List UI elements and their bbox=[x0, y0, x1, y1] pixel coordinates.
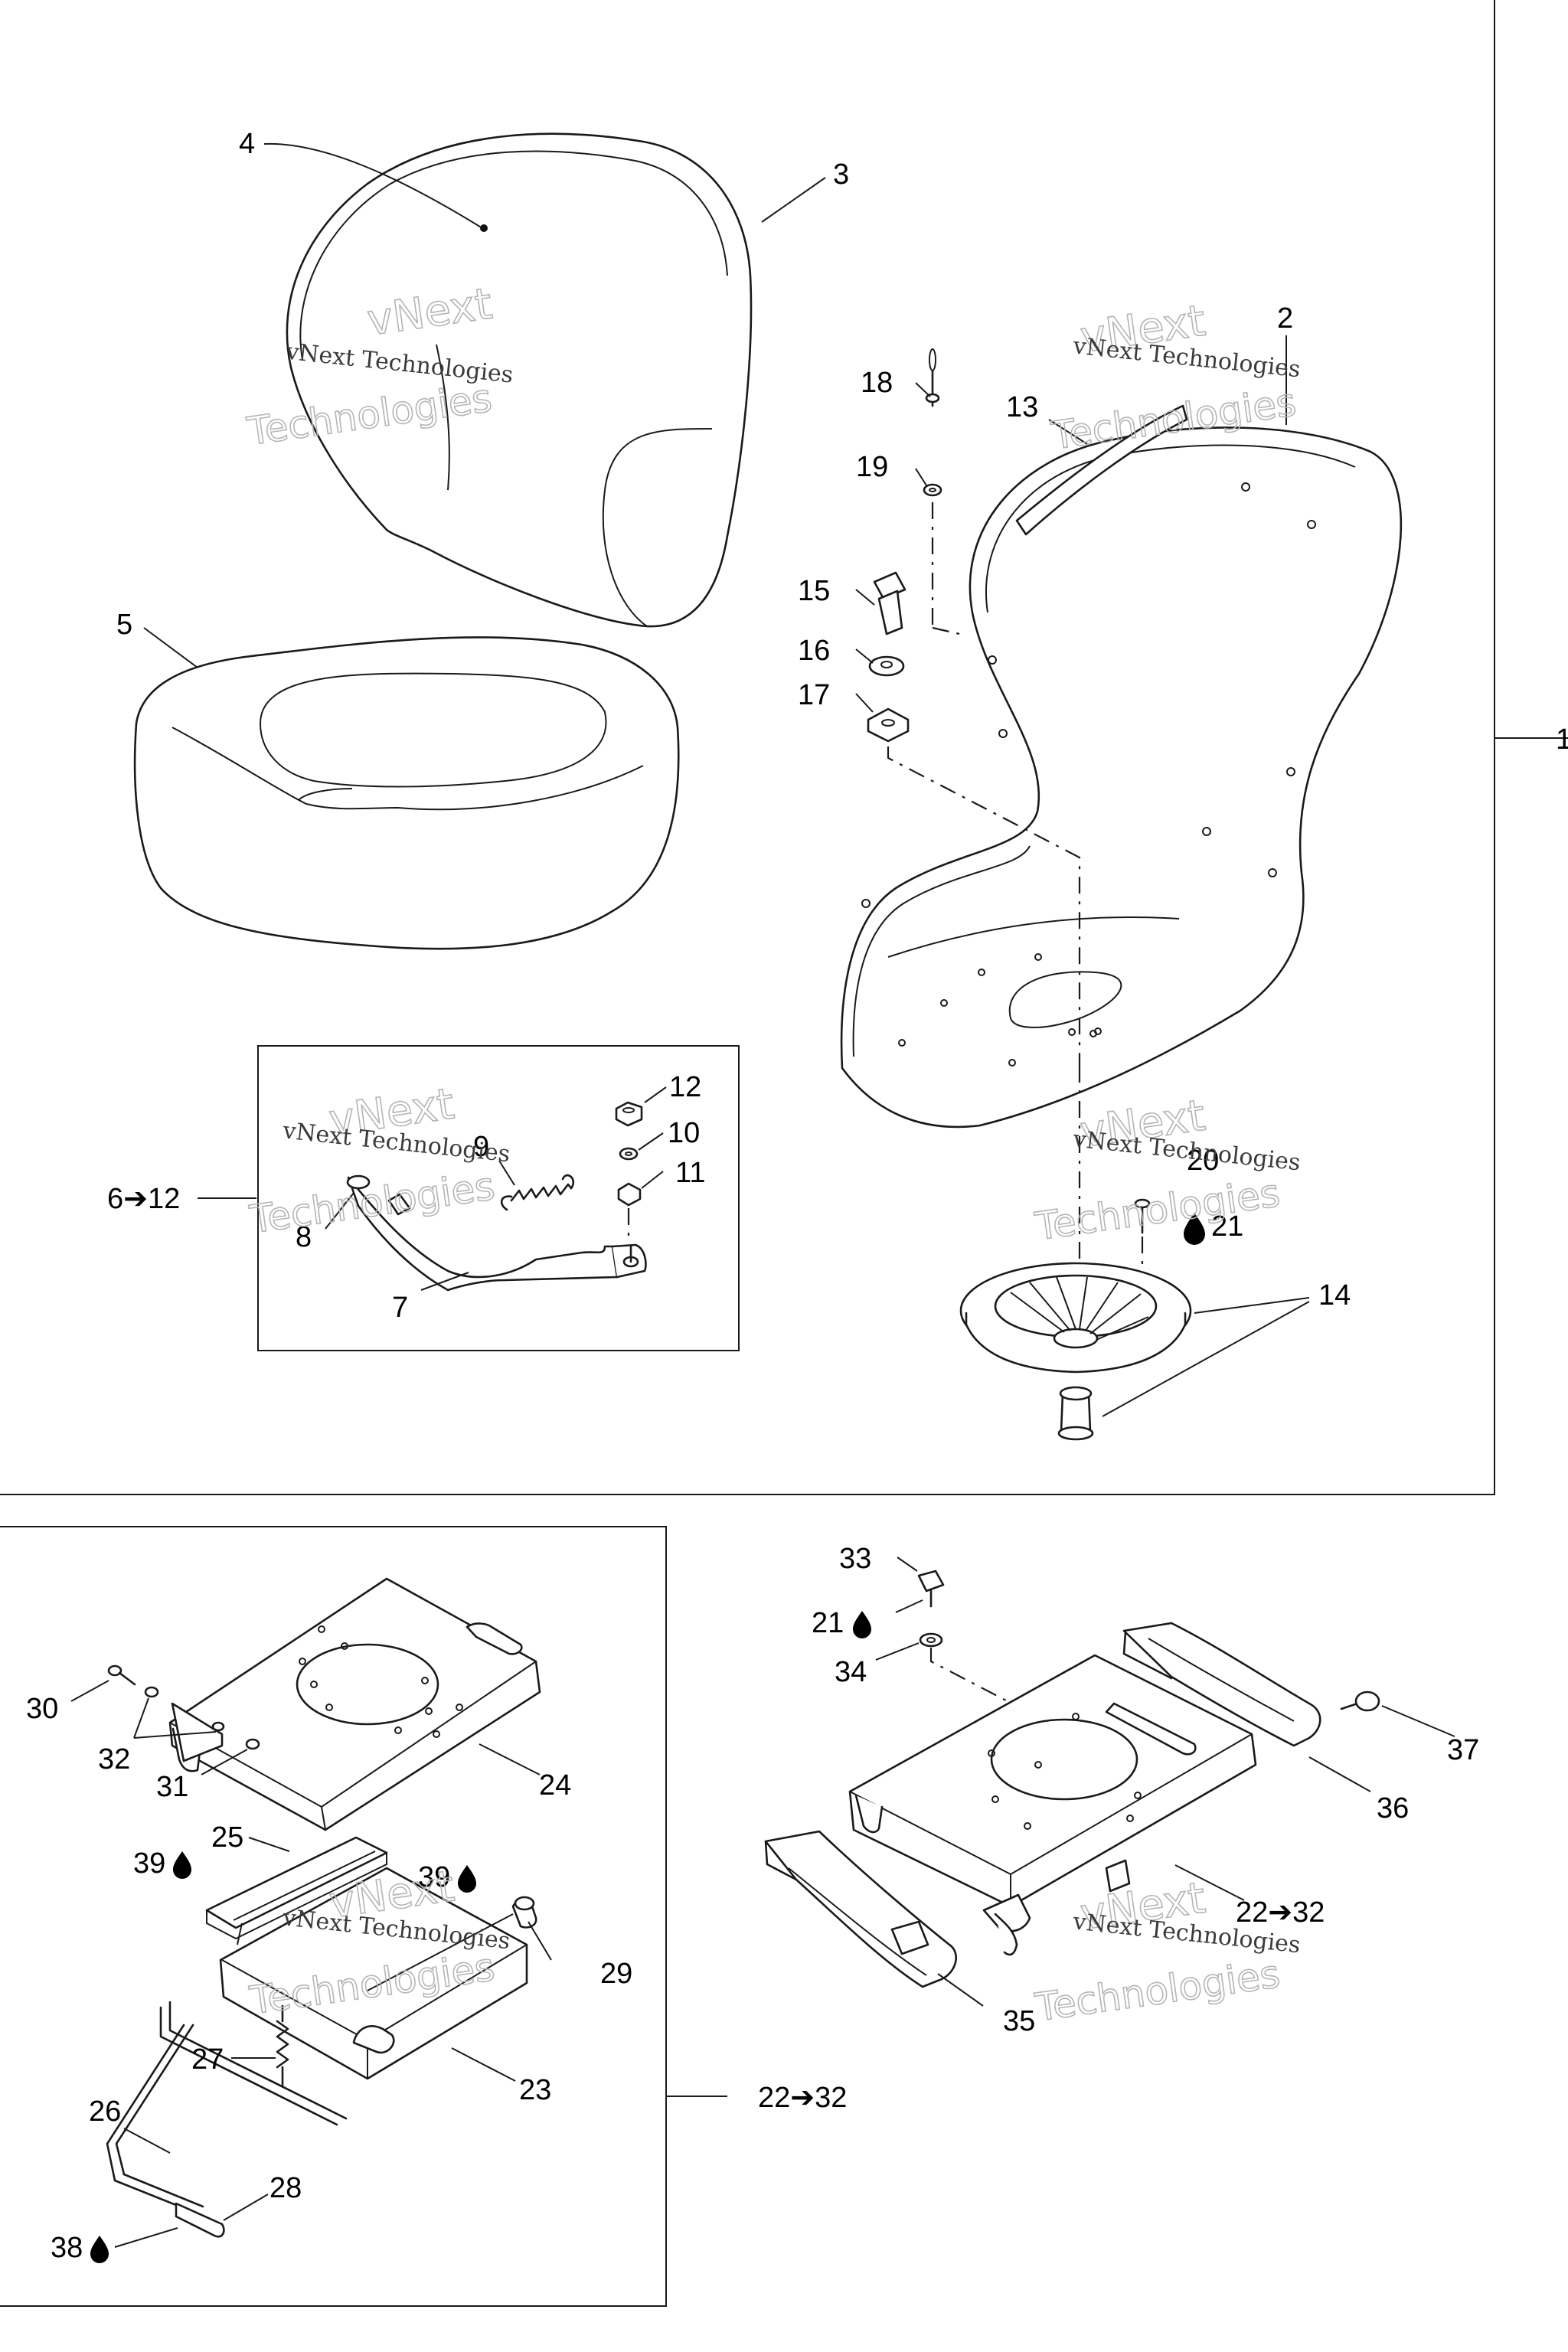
callout-1: 1 bbox=[1556, 724, 1568, 756]
drop-icon bbox=[173, 1851, 191, 1879]
callout-3: 3 bbox=[833, 158, 849, 191]
drop-icon bbox=[1184, 1213, 1205, 1245]
callout-2: 2 bbox=[1277, 302, 1293, 335]
callout-22-32-right: 22➔32 bbox=[1236, 1896, 1325, 1929]
callout-20: 20 bbox=[1187, 1145, 1219, 1177]
callout-19: 19 bbox=[856, 451, 888, 483]
callout-12: 12 bbox=[669, 1071, 701, 1103]
callout-33: 33 bbox=[839, 1543, 871, 1575]
callout-25: 25 bbox=[211, 1821, 243, 1854]
side-handle-35 bbox=[764, 1830, 957, 1988]
frame-seat-assembly bbox=[0, 0, 1568, 1495]
frame-slide-assembly bbox=[0, 1526, 727, 2307]
screw-20 bbox=[1134, 1198, 1151, 1234]
slide-top-plate-24 bbox=[168, 1577, 541, 1831]
spring-9 bbox=[500, 1174, 575, 1211]
callout-18: 18 bbox=[861, 367, 893, 399]
callout-10: 10 bbox=[668, 1117, 700, 1149]
callout-7: 7 bbox=[392, 1292, 408, 1324]
backrest-cushion bbox=[286, 132, 753, 628]
callout-15: 15 bbox=[798, 575, 830, 607]
washer-16 bbox=[868, 655, 905, 677]
callout-37: 37 bbox=[1447, 1734, 1479, 1766]
callout-34: 34 bbox=[835, 1656, 867, 1688]
callout-30: 30 bbox=[26, 1693, 58, 1725]
spring-27 bbox=[276, 2004, 289, 2088]
drop-icon bbox=[90, 2236, 109, 2263]
callout-13: 13 bbox=[1006, 391, 1038, 423]
callout-26: 26 bbox=[89, 2096, 121, 2128]
callout-23: 23 bbox=[519, 2074, 551, 2106]
callout-16: 16 bbox=[798, 635, 830, 667]
washer-32 bbox=[144, 1686, 159, 1698]
knob-37 bbox=[1340, 1690, 1380, 1712]
callout-31: 31 bbox=[156, 1771, 188, 1803]
callout-labels: 1 2 3 4 5 6➔12 7 8 9 10 11 12 13 14 15 1… bbox=[26, 128, 1568, 2264]
callout-27: 27 bbox=[191, 2043, 224, 2076]
washer-19 bbox=[923, 483, 942, 497]
drop-icons bbox=[90, 1213, 1205, 2263]
latch-bar-26 bbox=[106, 2001, 348, 2238]
leader-lines bbox=[70, 142, 1455, 2248]
bolt-33 bbox=[917, 1570, 945, 1608]
callout-21-drop: 21 bbox=[812, 1607, 844, 1639]
callout-8: 8 bbox=[296, 1221, 312, 1253]
slide-assembly-22-32 bbox=[848, 1654, 1257, 1956]
callout-21-top: 21 bbox=[1211, 1210, 1243, 1243]
nut-11 bbox=[617, 1182, 642, 1207]
trim-strip bbox=[1015, 404, 1188, 536]
callout-39-left: 39 bbox=[133, 1847, 165, 1880]
callout-24: 24 bbox=[539, 1769, 571, 1802]
callout-6-12: 6➔12 bbox=[107, 1183, 180, 1215]
nut-17 bbox=[867, 707, 910, 743]
screw-30 bbox=[107, 1664, 136, 1686]
callout-39-right: 39 bbox=[418, 1861, 450, 1893]
lever-kit bbox=[346, 1174, 647, 1292]
slide-rail-25 bbox=[205, 1836, 388, 1940]
svg-text:Technologies: Technologies bbox=[1032, 1171, 1282, 1249]
nut-31 bbox=[245, 1738, 260, 1750]
callout-22-32-bottom: 22➔32 bbox=[758, 2082, 847, 2114]
callout-4: 4 bbox=[239, 128, 255, 160]
callout-5: 5 bbox=[116, 609, 132, 641]
drop-icon bbox=[853, 1611, 871, 1638]
svg-text:Technologies: Technologies bbox=[247, 1164, 497, 1242]
seat-pan-shell bbox=[840, 426, 1403, 1129]
callout-38: 38 bbox=[51, 2232, 83, 2264]
callout-32: 32 bbox=[98, 1743, 130, 1775]
callout-17: 17 bbox=[798, 679, 830, 711]
callout-28: 28 bbox=[270, 2172, 302, 2204]
svg-text:Technologies: Technologies bbox=[1032, 1952, 1282, 2030]
slide-lower-channel-23 bbox=[219, 1867, 528, 2080]
pin-18 bbox=[925, 348, 940, 407]
bolt-15 bbox=[873, 571, 906, 635]
callout-29: 29 bbox=[600, 1958, 632, 1990]
washer-10 bbox=[619, 1147, 639, 1161]
pivot-pin-29 bbox=[367, 1896, 537, 1991]
nut-12 bbox=[615, 1101, 643, 1127]
frame-lever-kit bbox=[257, 1045, 740, 1351]
callout-9: 9 bbox=[473, 1131, 489, 1163]
drop-icon bbox=[458, 1865, 476, 1893]
side-rail-36 bbox=[1122, 1622, 1321, 1747]
washer-34 bbox=[919, 1632, 943, 1648]
seat-cushion bbox=[133, 636, 680, 950]
callout-14: 14 bbox=[1318, 1279, 1351, 1312]
swivel-plate bbox=[959, 1262, 1192, 1374]
callout-35: 35 bbox=[1003, 2005, 1035, 2037]
swivel-bushing bbox=[1057, 1386, 1094, 1441]
callout-11: 11 bbox=[675, 1157, 705, 1189]
callout-36: 36 bbox=[1377, 1792, 1409, 1824]
